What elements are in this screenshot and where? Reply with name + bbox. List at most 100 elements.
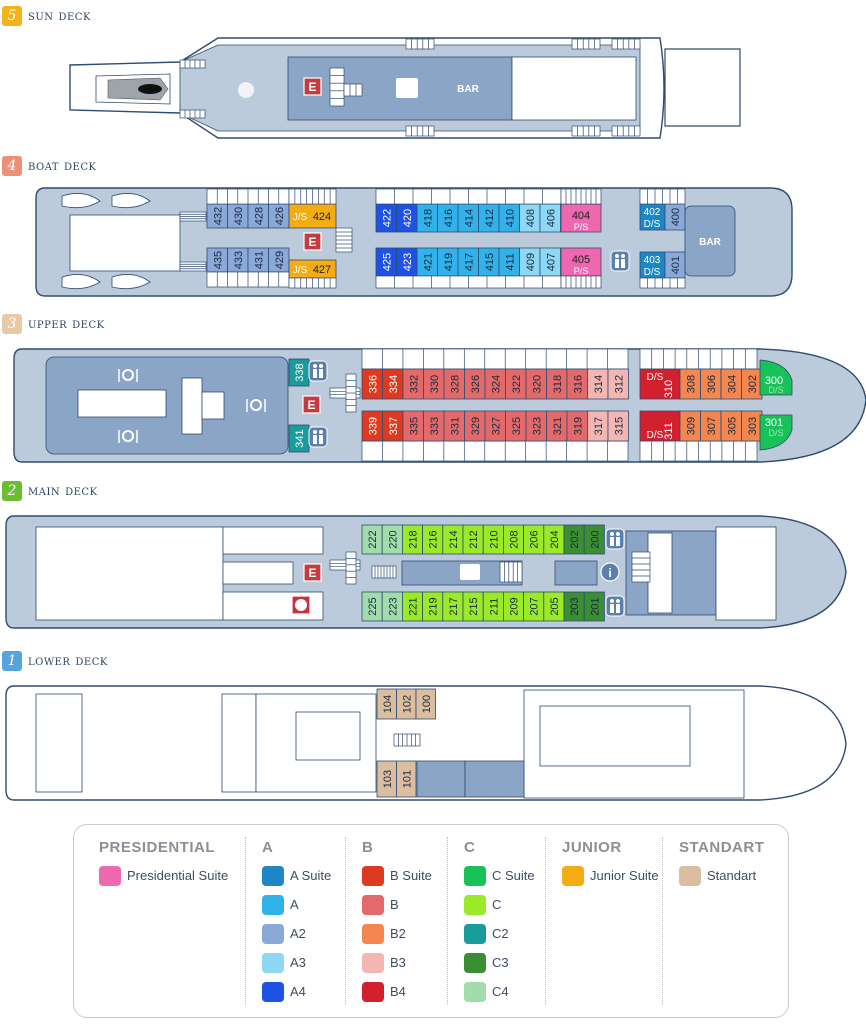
cabin-300	[759, 359, 793, 396]
legend-label: C3	[492, 955, 509, 970]
cabin-type-label: D/S	[768, 385, 783, 395]
deck-name: upper deck	[28, 316, 105, 332]
legend-label: B3	[390, 955, 406, 970]
cabin-number: 316	[572, 375, 584, 393]
cabin-number: 204	[549, 530, 561, 548]
elevator-letter: E	[308, 80, 316, 94]
cabin-number: 400	[670, 208, 682, 226]
cabin-number: 333	[429, 417, 441, 435]
cabin-number: 331	[449, 417, 461, 435]
cabin-number: 222	[367, 530, 379, 548]
legend-item: C2	[464, 919, 535, 948]
boat-deck-aft-area	[69, 214, 181, 272]
cabin-100	[415, 688, 436, 720]
legend-item: A3	[262, 948, 331, 977]
cabin-number: 303	[747, 417, 759, 435]
boat-deck-balcony	[288, 188, 337, 205]
cabin-number: 315	[613, 417, 625, 435]
elevator-letter: E	[307, 398, 315, 412]
legend-item: C3	[464, 948, 535, 977]
cabin-number: 101	[401, 770, 413, 788]
restroom-figure	[319, 435, 323, 444]
main-deck-aft-room	[222, 526, 324, 555]
cabin-number: 210	[488, 530, 500, 548]
restroom-icon	[308, 426, 328, 448]
cabin-number: 421	[422, 253, 434, 271]
cabin-number: 306	[706, 375, 718, 393]
boat-deck-bar-area	[684, 205, 736, 277]
restroom-figure	[319, 364, 323, 368]
legend-label: Junior Suite	[590, 868, 659, 883]
boat-deck-balcony	[639, 188, 686, 205]
sun-deck-rail	[611, 38, 641, 50]
legend-heading: C	[464, 839, 476, 856]
restroom-icon	[308, 360, 328, 382]
stairs-outline	[361, 348, 629, 370]
cabin-type-label: P/S	[574, 266, 589, 276]
main-deck-forward-room	[647, 532, 673, 614]
cabin-number: 207	[529, 597, 541, 615]
elevator-icon	[302, 395, 321, 414]
cabin-number: 409	[525, 253, 537, 271]
sun-deck-rail	[405, 38, 435, 50]
cabin-number: 336	[367, 375, 379, 393]
cabin-number: 412	[484, 209, 496, 227]
cabin-number: 220	[387, 530, 399, 548]
main-deck-stairs	[499, 561, 523, 583]
deck-name: lower deck	[28, 653, 108, 669]
cabin-number: 216	[428, 530, 440, 548]
deck-name: main deck	[28, 483, 98, 499]
cabin-number: 423	[402, 253, 414, 271]
legend-label: B	[390, 897, 399, 912]
sun-deck-rail	[405, 125, 435, 137]
elevator-icon	[303, 77, 322, 96]
restroom-figure	[313, 430, 317, 434]
legend-label: Standart	[707, 868, 757, 883]
cabin-number: 341	[294, 429, 306, 447]
main-deck-aft-area	[35, 526, 224, 621]
cabin-number: 327	[490, 417, 502, 435]
lifeboat-icon	[111, 274, 151, 290]
stairs-outline	[343, 83, 363, 97]
cabin-number: 219	[428, 597, 440, 615]
cabin-number: 427	[313, 264, 331, 276]
library-icon	[460, 564, 480, 580]
cabin-type-label: D/S	[647, 430, 664, 441]
legend-swatch	[262, 952, 284, 973]
cabin-number: 432	[212, 207, 224, 225]
cabin-number: 321	[552, 417, 564, 435]
legend-item: Junior Suite	[562, 861, 659, 890]
dining-icon-plate	[124, 432, 132, 440]
cabin-number: 429	[274, 251, 286, 269]
cabin-type-label: D/S	[644, 267, 661, 278]
deck-number-badge: 1	[2, 651, 22, 671]
cabin-number: 420	[402, 209, 414, 227]
boat-deck-balcony	[375, 188, 562, 205]
cabin-number: 401	[670, 256, 682, 274]
deck-label-upper: 3 upper deck	[2, 314, 105, 334]
legend-heading: PRESIDENTIAL	[99, 839, 216, 856]
lower-deck-area	[464, 760, 525, 798]
elevator-letter: E	[308, 235, 316, 249]
cabin-number: 304	[726, 375, 738, 393]
legend-divider	[447, 837, 449, 1005]
legend-swatch	[262, 894, 284, 915]
cabin-number: 318	[552, 375, 564, 393]
cabin-310	[639, 368, 681, 400]
cabin-number: 422	[381, 209, 393, 227]
boat-deck-balcony	[288, 277, 337, 289]
stairs-outline	[611, 38, 641, 50]
elevator-letter: E	[308, 566, 316, 580]
sun-deck-rail	[179, 59, 206, 69]
sun-deck-stairs	[329, 67, 345, 107]
cabin-number: 309	[685, 417, 697, 435]
restroom-figure	[616, 604, 620, 613]
restroom-figure	[313, 364, 317, 368]
cabin-number: 214	[448, 530, 460, 548]
legend-divider	[245, 837, 247, 1005]
upper-deck-balcony	[639, 348, 758, 370]
